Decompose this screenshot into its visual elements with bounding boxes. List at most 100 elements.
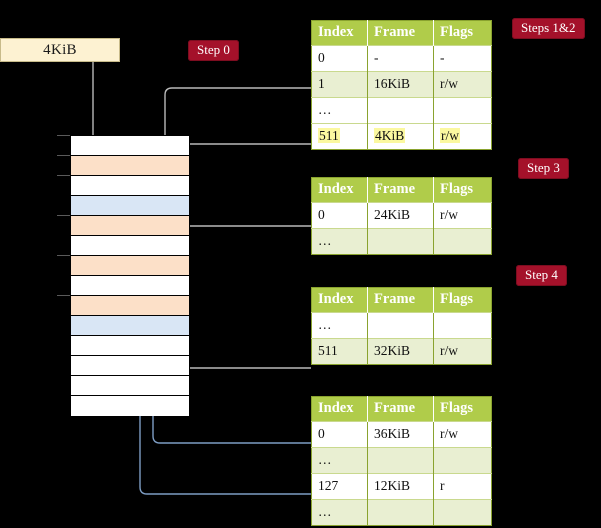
badge-step-4: Step 4 — [516, 265, 567, 286]
column-header-frame: Frame — [367, 20, 434, 46]
virtual-address-box: 4KiB — [0, 38, 120, 62]
memory-frame-4 — [71, 216, 189, 236]
cell-index: 0 — [311, 45, 368, 72]
cell-index: … — [311, 312, 368, 339]
memory-frame-5 — [71, 236, 189, 256]
memory-tick — [57, 215, 71, 216]
column-header-index: Index — [311, 177, 368, 203]
cell-index: 511 — [311, 123, 368, 150]
badge-step-0: Step 0 — [188, 40, 239, 61]
virtual-address-label: 4KiB — [43, 41, 77, 58]
cell-frame: 12KiB — [367, 473, 434, 500]
memory-frame-13 — [71, 396, 189, 416]
cell-index: 1 — [311, 71, 368, 98]
table-row: … — [311, 97, 492, 124]
column-header-index: Index — [311, 287, 368, 313]
memory-frame-12 — [71, 376, 189, 396]
cell-frame — [367, 499, 434, 526]
cell-flags: r — [433, 473, 492, 500]
table-row: 511 4KiB r/w — [311, 123, 492, 150]
memory-tick — [57, 255, 71, 256]
cell-index-highlight: 511 — [318, 128, 340, 143]
column-header-index: Index — [311, 396, 368, 422]
memory-frame-2 — [71, 176, 189, 196]
cell-flags: r/w — [433, 202, 492, 229]
memory-frame-0 — [71, 136, 189, 156]
memory-frame-3 — [71, 196, 189, 216]
cell-index: 511 — [311, 338, 368, 365]
cell-frame — [367, 97, 434, 124]
table-row: … — [311, 499, 492, 526]
cell-flags: r/w — [433, 71, 492, 98]
cell-index: 0 — [311, 202, 368, 229]
cell-flags-highlight: r/w — [440, 128, 460, 143]
table-row: … — [311, 228, 492, 255]
memory-frame-10 — [71, 336, 189, 356]
table-row: … — [311, 447, 492, 474]
cell-flags: r/w — [433, 123, 492, 150]
memory-frame-7 — [71, 276, 189, 296]
cell-index: … — [311, 97, 368, 124]
cell-index: … — [311, 447, 368, 474]
memory-frame-1 — [71, 156, 189, 176]
column-header-flags: Flags — [433, 396, 492, 422]
column-header-flags: Flags — [433, 287, 492, 313]
cell-flags — [433, 499, 492, 526]
cell-frame-highlight: 4KiB — [374, 128, 406, 143]
cell-index: 127 — [311, 473, 368, 500]
cell-frame: 4KiB — [367, 123, 434, 150]
cell-flags: - — [433, 45, 492, 72]
cell-flags: r/w — [433, 338, 492, 365]
badge-step-4-label: Step 4 — [525, 267, 558, 282]
cell-frame — [367, 312, 434, 339]
cell-frame — [367, 447, 434, 474]
column-header-flags: Flags — [433, 177, 492, 203]
cell-flags — [433, 228, 492, 255]
column-header-frame: Frame — [367, 287, 434, 313]
memory-tick — [57, 155, 71, 156]
column-header-index: Index — [311, 20, 368, 46]
column-header-frame: Frame — [367, 177, 434, 203]
memory-tick — [57, 295, 71, 296]
cell-flags — [433, 97, 492, 124]
memory-tick — [57, 135, 71, 136]
badge-step-0-label: Step 0 — [197, 42, 230, 57]
table-row: … — [311, 312, 492, 339]
cell-index: 0 — [311, 421, 368, 448]
cell-frame: 32KiB — [367, 338, 434, 365]
cell-flags — [433, 447, 492, 474]
badge-step-3: Step 3 — [518, 158, 569, 179]
memory-frame-8 — [71, 296, 189, 316]
badge-steps-1-2: Steps 1&2 — [512, 18, 585, 39]
cell-frame: 16KiB — [367, 71, 434, 98]
memory-frame-11 — [71, 356, 189, 376]
memory-frame-9 — [71, 316, 189, 336]
badge-steps-1-2-label: Steps 1&2 — [521, 20, 576, 35]
memory-tick — [57, 175, 71, 176]
cell-index: … — [311, 499, 368, 526]
cell-frame: - — [367, 45, 434, 72]
cell-flags — [433, 312, 492, 339]
column-header-flags: Flags — [433, 20, 492, 46]
table-row: 0-- — [311, 45, 492, 72]
cell-index: … — [311, 228, 368, 255]
physical-memory-column — [70, 135, 190, 416]
column-header-frame: Frame — [367, 396, 434, 422]
cell-frame — [367, 228, 434, 255]
memory-frame-6 — [71, 256, 189, 276]
badge-step-3-label: Step 3 — [527, 160, 560, 175]
